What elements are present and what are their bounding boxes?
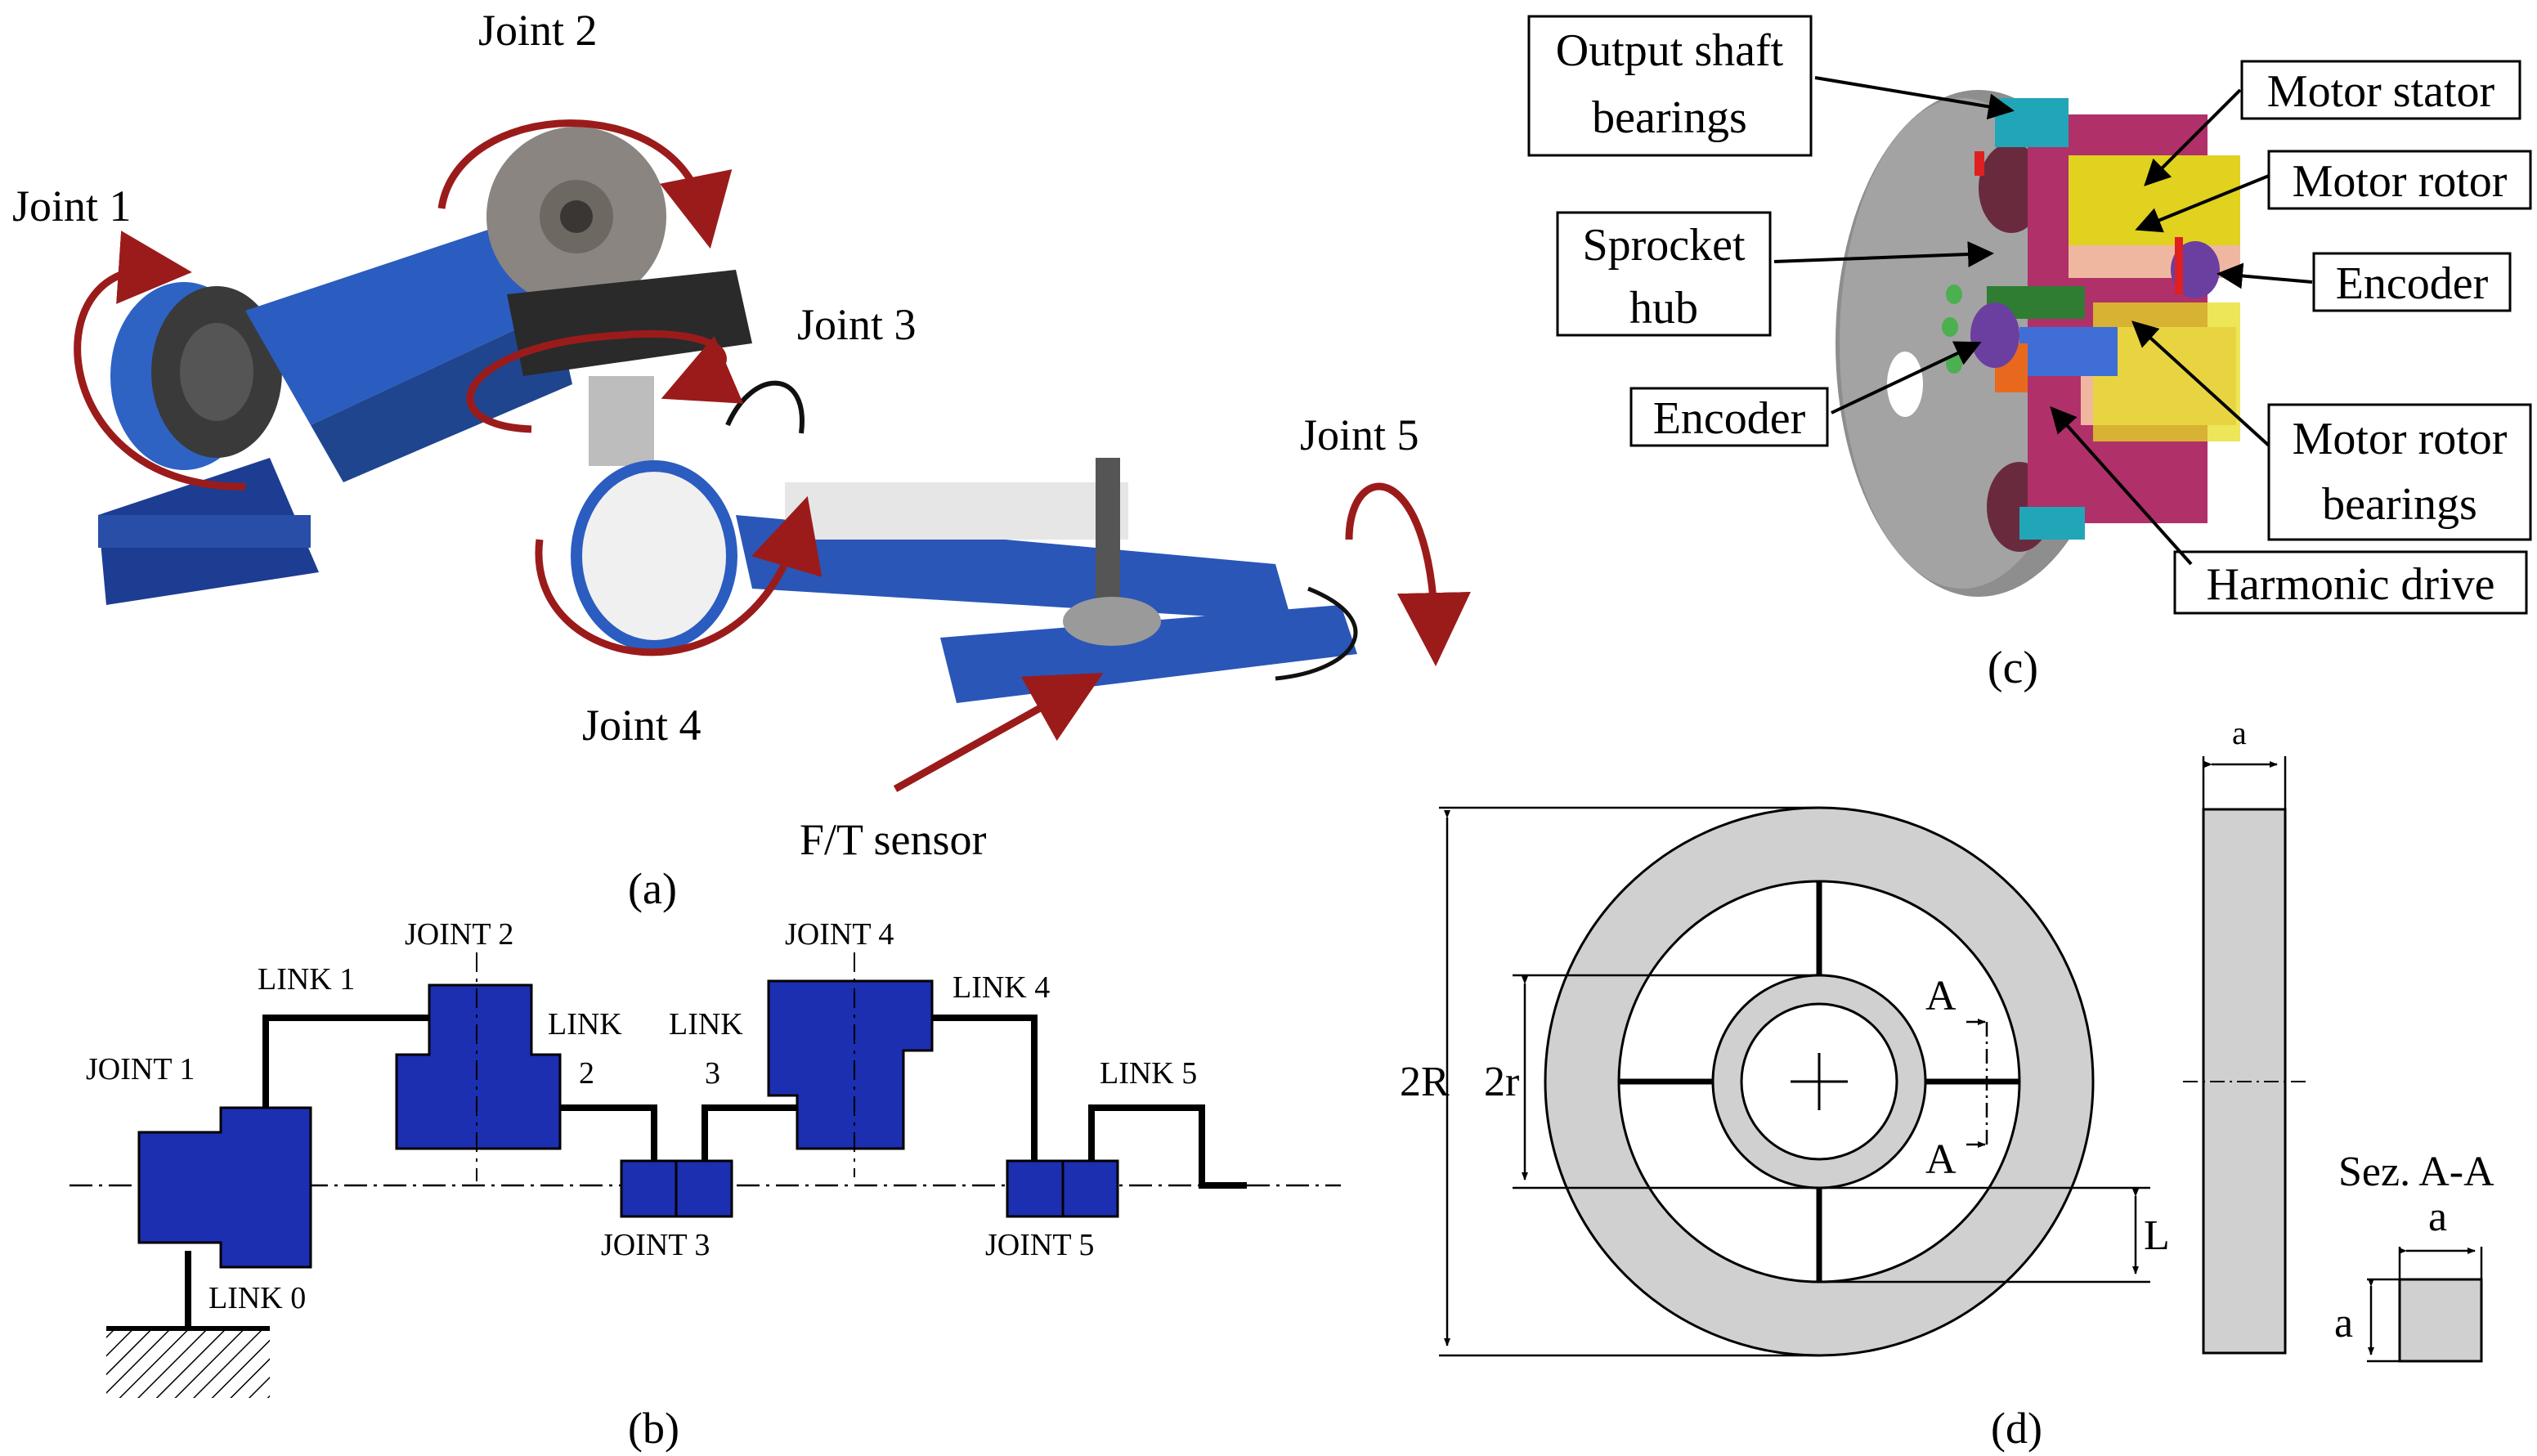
label-box-harmonic-drive — [2173, 550, 2528, 615]
label-sprocket-line1: Sprocket — [1582, 220, 1746, 271]
label-box-sprocket-hub — [1556, 211, 1772, 337]
leader-motor-stator — [2144, 88, 2242, 186]
joint2-label: Joint 2 — [478, 6, 598, 55]
joint1-label: Joint 1 — [12, 181, 132, 231]
schematic-link0-label: LINK 0 — [208, 1281, 306, 1315]
joint3-rotation-arrow — [466, 329, 744, 433]
label-box-encoder-right — [2312, 252, 2512, 312]
schematic-joint5-label: JOINT 5 — [985, 1228, 1094, 1262]
label-rotor-bearings-line2: bearings — [2322, 479, 2477, 530]
joint2-block — [395, 983, 562, 1150]
schematic-link2-label-bottom: 2 — [579, 1056, 594, 1091]
panel-b-schematic — [69, 952, 1341, 1398]
panel-a-rotation-arrows — [74, 119, 1471, 792]
schematic-link1-label: LINK 1 — [258, 962, 355, 997]
leader-harmonic-drive — [2050, 406, 2193, 566]
schematic-link2-label-top: LINK — [548, 1007, 622, 1042]
joint4-rotation-arrow — [535, 495, 823, 656]
panel-d-caption: (d) — [1991, 1404, 2042, 1453]
joint4-block — [767, 979, 934, 1150]
ft-sensor-pointer-arrow — [893, 673, 1104, 792]
ft-sensor-label: F/T sensor — [800, 815, 987, 864]
link2-line — [560, 1104, 657, 1165]
joint2-rotation-arrow — [437, 119, 733, 249]
label-encoder-right: Encoder — [2336, 258, 2489, 309]
dim-2r-label: 2r — [1484, 1059, 1519, 1105]
schematic-link5-label: LINK 5 — [1100, 1056, 1197, 1091]
leader-sprocket-hub — [1773, 241, 1994, 268]
link4-line — [932, 1015, 1038, 1165]
panel-c-caption: (c) — [1988, 643, 2038, 693]
ground-hatch — [106, 1328, 270, 1398]
dim-2R-label: 2R — [1400, 1059, 1450, 1105]
section-a-top-label: a — [2428, 1194, 2447, 1240]
label-output-shaft-line2: bearings — [1592, 92, 1747, 143]
link3-line — [701, 1104, 797, 1165]
section-square — [2398, 1278, 2483, 1363]
label-box-output-shaft — [1527, 15, 1813, 157]
leader-motor-rotor — [2135, 174, 2270, 233]
schematic-joint3-label: JOINT 3 — [601, 1228, 710, 1262]
dim-a-side-label: a — [2232, 715, 2247, 751]
schematic-link4-label: LINK 4 — [952, 970, 1050, 1005]
link1-line — [262, 1015, 429, 1116]
leader-output-shaft — [1814, 76, 2015, 120]
schematic-link3-label-top: LINK — [669, 1007, 743, 1042]
label-sprocket-line2: hub — [1629, 283, 1698, 334]
joint1-block — [137, 1106, 312, 1269]
label-box-encoder-left — [1629, 387, 1829, 447]
schematic-joint1-label: JOINT 1 — [86, 1052, 195, 1086]
schematic-link3-label-bottom: 3 — [705, 1056, 720, 1091]
section-a-left-label: a — [2334, 1300, 2353, 1346]
panel-d-ring-drawing — [1439, 756, 2483, 1363]
label-motor-stator: Motor stator — [2267, 66, 2495, 117]
section-A-top-label: A — [1925, 973, 1957, 1019]
dim-L-label: L — [2144, 1212, 2170, 1259]
joint5-label: Joint 5 — [1300, 410, 1419, 459]
leader-encoder-left — [1831, 341, 1982, 414]
joint1-rotation-arrow — [74, 231, 246, 491]
label-output-shaft-line1: Output shaft — [1556, 25, 1784, 76]
label-rotor-bearings-line1: Motor rotor — [2293, 414, 2508, 464]
joint5-rotation-arrow — [1345, 482, 1471, 666]
panel-a-robot-photo — [98, 127, 1358, 703]
label-box-motor-stator — [2240, 60, 2521, 120]
joint3-label: Joint 3 — [797, 300, 917, 349]
joint4-label: Joint 4 — [582, 701, 701, 750]
section-A-bottom-label: A — [1925, 1136, 1957, 1183]
label-encoder-left: Encoder — [1653, 393, 1806, 444]
label-box-motor-rotor — [2267, 150, 2532, 210]
schematic-joint2-label: JOINT 2 — [405, 917, 513, 952]
leader-rotor-bearings — [2131, 320, 2270, 447]
panel-b-caption: (b) — [628, 1404, 679, 1453]
schematic-joint4-label: JOINT 4 — [785, 917, 894, 952]
leader-encoder-right — [2217, 262, 2313, 289]
section-title: Sez. A-A — [2338, 1149, 2494, 1195]
panel-c-cross-section — [1836, 90, 2240, 597]
label-harmonic-drive: Harmonic drive — [2207, 559, 2495, 610]
link5-line — [1088, 1104, 1247, 1189]
label-box-rotor-bearings — [2267, 403, 2532, 541]
label-motor-rotor: Motor rotor — [2293, 156, 2508, 207]
panel-a-caption: (a) — [628, 864, 677, 913]
